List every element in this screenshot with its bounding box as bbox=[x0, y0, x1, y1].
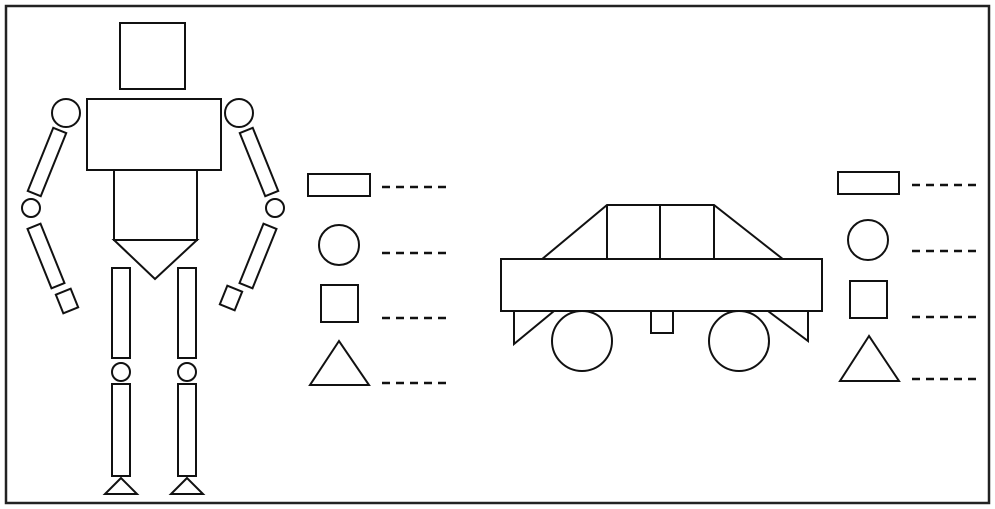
car-rear-wheel-circle bbox=[708, 310, 770, 372]
robot-right-shin-rectangle bbox=[177, 383, 197, 477]
robot-right-elbow-circle bbox=[265, 198, 285, 218]
car-body-rectangle bbox=[500, 258, 823, 312]
robot-left-shin-rectangle bbox=[111, 383, 131, 477]
robot-hip-triangle bbox=[111, 239, 200, 281]
worksheet-frame bbox=[4, 4, 991, 505]
robot-shape-key bbox=[307, 173, 448, 386]
robot-left-hand-square bbox=[54, 287, 80, 315]
car-key-triangle-icon bbox=[838, 334, 901, 382]
robot-left-knee-circle bbox=[111, 362, 131, 382]
robot-right-shoulder-circle bbox=[224, 98, 254, 128]
car-exhaust-square bbox=[650, 310, 674, 334]
robot-right-forearm-rectangle bbox=[238, 222, 278, 290]
robot-right-hand-square bbox=[218, 284, 244, 312]
robot-key-square-icon bbox=[320, 284, 359, 323]
robot-right-upper-arm-rectangle bbox=[238, 126, 280, 198]
robot-left-upper-arm-rectangle bbox=[26, 126, 68, 198]
robot-left-foot-triangle bbox=[102, 476, 140, 495]
car-key-rectangle-icon bbox=[837, 171, 900, 195]
robot-left-forearm-rectangle bbox=[26, 222, 66, 290]
car-figure bbox=[500, 204, 823, 372]
robot-right-thigh-rectangle bbox=[177, 267, 197, 359]
robot-left-thigh-rectangle bbox=[111, 267, 131, 359]
car-front-bumper-triangle bbox=[513, 310, 557, 347]
robot-left-elbow-circle bbox=[21, 198, 41, 218]
robot-right-foot-triangle bbox=[168, 476, 206, 495]
robot-head-square bbox=[119, 22, 186, 90]
car-rear-bumper-triangle bbox=[765, 310, 809, 343]
car-key-circle-icon bbox=[847, 219, 889, 261]
robot-key-triangle-icon bbox=[308, 339, 371, 386]
car-shape-key bbox=[837, 171, 978, 382]
car-key-square-icon bbox=[849, 280, 888, 319]
robot-key-circle-icon bbox=[318, 224, 360, 266]
robot-figure bbox=[21, 22, 285, 495]
car-front-wheel-circle bbox=[551, 310, 613, 372]
robot-torso-rectangle bbox=[86, 98, 222, 171]
robot-key-rectangle-icon bbox=[307, 173, 371, 197]
robot-right-knee-circle bbox=[177, 362, 197, 382]
car-cabin-trapezoid bbox=[538, 204, 787, 261]
robot-left-shoulder-circle bbox=[51, 98, 81, 128]
robot-waist-shape bbox=[113, 169, 198, 241]
